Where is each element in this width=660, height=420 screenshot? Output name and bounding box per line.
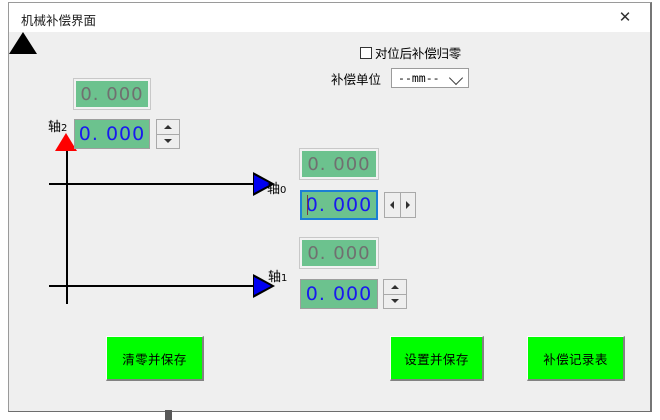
triangle-up-icon-fill xyxy=(54,133,77,151)
axis1-label: 轴1 xyxy=(268,266,287,285)
axis0-readonly-value: 0. 000 xyxy=(307,153,371,175)
axis1-value-input[interactable]: 0. 000 xyxy=(300,279,378,309)
axis2-spinner-up[interactable] xyxy=(157,120,179,135)
axis2-value-input[interactable]: 0. 000 xyxy=(74,119,150,149)
close-icon[interactable]: ✕ xyxy=(618,8,632,26)
axis0-spinner-left[interactable] xyxy=(385,193,401,217)
window-title: 机械补偿界面 xyxy=(21,13,97,28)
arrow-down-icon xyxy=(164,139,172,144)
triangle-up-icon xyxy=(9,32,37,54)
axis0-readonly-display: 0. 000 xyxy=(300,149,378,179)
triangle-right-icon-fill xyxy=(254,174,271,193)
unit-select-value: --mm-- xyxy=(398,71,440,85)
zero-after-align-label: 对位后补偿归零 xyxy=(375,46,462,61)
axis1-horizontal-line xyxy=(49,285,259,287)
axis0-label-number: 0 xyxy=(280,185,287,196)
clear-and-save-label: 清零并保存 xyxy=(122,351,187,367)
axis1-spinner-up[interactable] xyxy=(384,280,406,295)
compensation-record-table-label: 补偿记录表 xyxy=(543,351,608,367)
unit-label: 补偿单位 xyxy=(331,71,382,87)
unit-select[interactable]: --mm-- xyxy=(391,68,470,88)
background-strip xyxy=(0,412,660,420)
axis2-label-text: 轴 xyxy=(48,120,62,135)
axis0-label-text: 轴 xyxy=(267,182,281,197)
axis0-spinner[interactable] xyxy=(384,192,416,218)
zero-after-align-row[interactable]: 对位后补偿归零 xyxy=(360,43,461,62)
arrow-up-icon xyxy=(391,284,399,289)
axis0-value-input[interactable]: 0. 000 xyxy=(300,190,378,220)
arrow-down-icon xyxy=(391,299,399,304)
axis2-readonly-display: 0. 000 xyxy=(74,79,150,109)
arrow-right-icon xyxy=(405,201,410,209)
axis0-value-text: 0. 000 xyxy=(305,194,373,216)
triangle-right-icon-fill xyxy=(254,276,271,295)
axis1-readonly-value: 0. 000 xyxy=(307,242,371,264)
axis2-spinner-down[interactable] xyxy=(157,135,179,149)
axis0-horizontal-line xyxy=(49,183,259,185)
axis0-spinner-right[interactable] xyxy=(401,193,416,217)
client-area: 对位后补偿归零 补偿单位 --mm-- 轴2 0. 000 xyxy=(9,32,650,411)
axis2-label-number: 2 xyxy=(61,123,68,134)
axis2-label: 轴2 xyxy=(48,116,67,135)
compensation-record-table-button[interactable]: 补偿记录表 xyxy=(527,336,625,381)
arrow-left-icon xyxy=(390,201,395,209)
chevron-down-icon xyxy=(448,70,464,86)
axis2-value-text: 0. 000 xyxy=(78,123,146,145)
axis1-label-number: 1 xyxy=(281,273,288,284)
arrow-up-icon xyxy=(164,124,172,129)
background-window-stub xyxy=(165,410,172,420)
mechanical-compensation-window: 机械补偿界面 ✕ 对位后补偿归零 补偿单位 --mm-- xyxy=(8,2,652,412)
axis2-spinner[interactable] xyxy=(156,119,180,149)
title-bar: 机械补偿界面 ✕ xyxy=(9,3,650,32)
axis2-vertical-line xyxy=(66,149,68,304)
text-caret xyxy=(307,195,308,215)
axis0-label: 轴0 xyxy=(267,178,286,197)
axis2-readonly-value: 0. 000 xyxy=(80,83,144,105)
set-and-save-button[interactable]: 设置并保存 xyxy=(390,336,484,381)
clear-and-save-button[interactable]: 清零并保存 xyxy=(106,336,204,381)
axis1-spinner-down[interactable] xyxy=(384,295,406,309)
axis1-readonly-display: 0. 000 xyxy=(300,238,378,268)
zero-after-align-checkbox[interactable] xyxy=(360,46,372,59)
set-and-save-label: 设置并保存 xyxy=(404,351,469,367)
axis1-spinner[interactable] xyxy=(383,279,407,309)
unit-row: 补偿单位 --mm-- xyxy=(331,68,470,88)
axis1-label-text: 轴 xyxy=(268,270,282,285)
axis1-value-text: 0. 000 xyxy=(305,283,373,305)
